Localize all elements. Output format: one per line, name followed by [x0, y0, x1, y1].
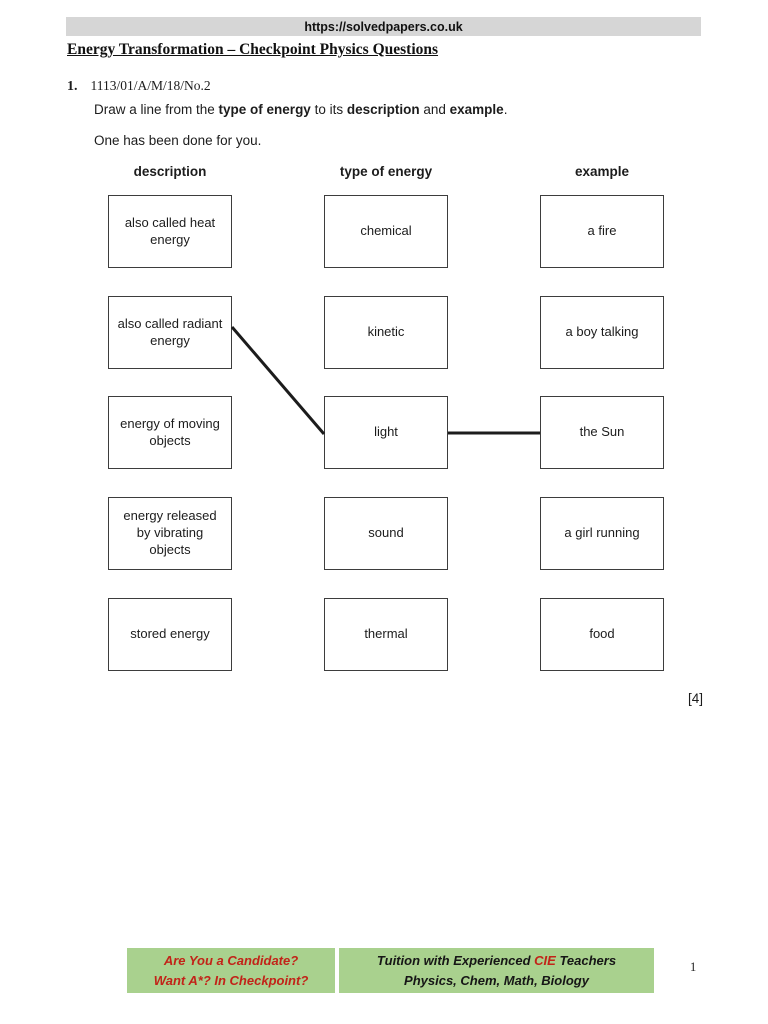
match-box: sound — [324, 497, 448, 570]
match-box: chemical — [324, 195, 448, 268]
header-url-link[interactable]: https://solvedpapers.co.uk — [304, 19, 463, 34]
match-box: also called radiant energy — [108, 296, 232, 369]
footer-ad-right: Tuition with Experienced CIE Teachers Ph… — [339, 948, 654, 993]
text-segment: . — [503, 102, 508, 117]
footer-ad-left-line2: Want A*? In Checkpoint? — [153, 972, 309, 988]
connection-line — [230, 326, 326, 435]
text-segment: and — [419, 102, 450, 117]
match-box: a boy talking — [540, 296, 664, 369]
match-box: a girl running — [540, 497, 664, 570]
footer-ad-left: Are You a Candidate? Want A*? In Checkpoi… — [127, 948, 335, 993]
page-title: Energy Transformation – Checkpoint Physi… — [67, 41, 439, 58]
text-segment: description — [346, 102, 420, 117]
text-segment: type of energy — [218, 102, 311, 117]
question-number: 1. — [67, 79, 78, 94]
text-segment: Teachers — [555, 953, 617, 968]
marks-label: [4] — [688, 691, 704, 706]
match-box: also called heat energy — [108, 195, 232, 268]
match-box: food — [540, 598, 664, 671]
footer-ad-right-line2: Physics, Chem, Math, Biology — [404, 972, 589, 988]
match-box: thermal — [324, 598, 448, 671]
match-box: kinetic — [324, 296, 448, 369]
column-header-type-of-energy: type of energy — [339, 164, 433, 179]
question-line: 1. 1113/01/A/M/18/No.2 — [67, 78, 211, 95]
match-box: the Sun — [540, 396, 664, 469]
text-segment: Tuition with Experienced — [376, 953, 535, 968]
question-reference: 1113/01/A/M/18/No.2 — [90, 78, 211, 93]
text-segment: to its — [310, 102, 347, 117]
instruction-text: Draw a line from the type of energy to i… — [94, 102, 507, 117]
text-segment: example — [449, 102, 504, 117]
text-segment: CIE — [534, 953, 556, 968]
match-box: light — [324, 396, 448, 469]
note-text: One has been done for you. — [94, 133, 262, 148]
match-box: energy of moving objects — [108, 396, 232, 469]
text-segment: Draw a line from the — [94, 102, 219, 117]
match-box: energy released by vibrating objects — [108, 497, 232, 570]
column-header-example: example — [574, 164, 630, 179]
page-number: 1 — [690, 960, 697, 974]
header-url-bar: https://solvedpapers.co.uk — [66, 17, 701, 36]
footer-ad-left-line1: Are You a Candidate? — [163, 953, 299, 968]
match-box: stored energy — [108, 598, 232, 671]
footer-ad-right-line1: Tuition with Experienced CIE Teachers — [377, 951, 616, 971]
match-box: a fire — [540, 195, 664, 268]
column-header-description: description — [133, 164, 207, 179]
